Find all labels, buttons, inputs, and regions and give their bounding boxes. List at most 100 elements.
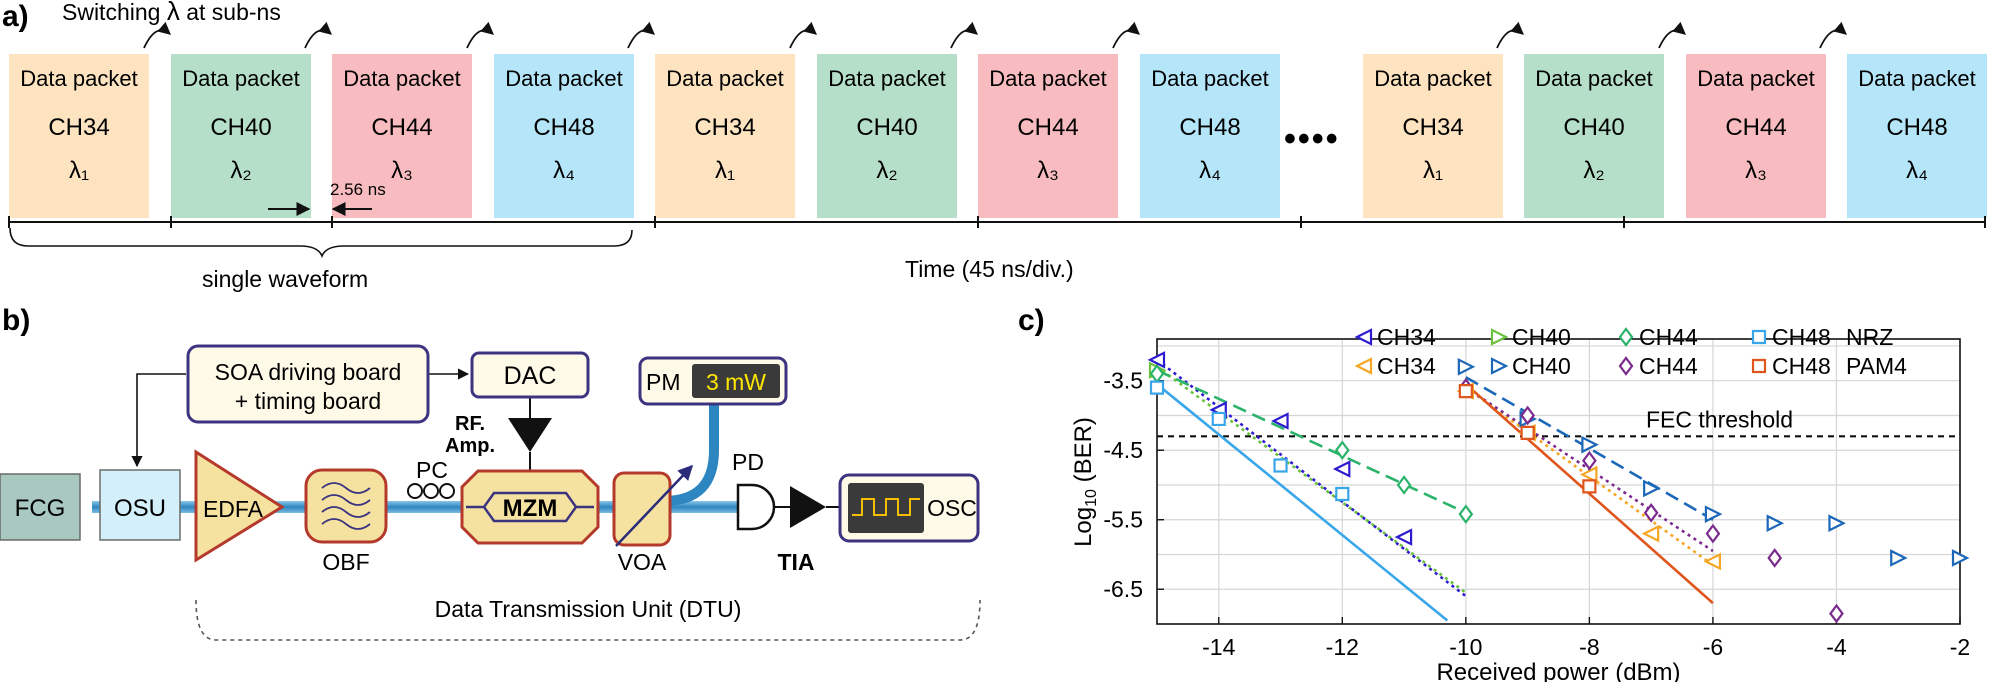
- packet-block: [817, 54, 957, 218]
- ber-plot: -14-12-10-8-6-4-2-3.5-4.5-5.5-6.5Receive…: [1070, 324, 1970, 682]
- data-point: [1354, 357, 1373, 375]
- x-tick-label: -10: [1449, 634, 1482, 660]
- data-point: [1394, 528, 1413, 546]
- control-line-osu: [131, 373, 186, 468]
- dac-label: DAC: [504, 362, 557, 390]
- data-point: [1751, 329, 1767, 345]
- osc-label: OSC: [927, 495, 977, 521]
- y-tick-label: -6.5: [1103, 576, 1143, 602]
- data-point: [1643, 502, 1659, 523]
- packet-title: Data packet: [1697, 66, 1814, 91]
- fiber-pm-tap: [663, 400, 719, 506]
- pm-display: [692, 364, 780, 398]
- panel-a-label: a): [2, 0, 29, 33]
- data-point: [1520, 405, 1535, 426]
- packet-block: [332, 54, 472, 218]
- packet-wavelength: λ₂: [1583, 157, 1604, 184]
- legend-label: CH34: [1377, 353, 1436, 379]
- pm-label: PM: [646, 369, 681, 395]
- y-tick-label: -5.5: [1103, 507, 1143, 533]
- packet-title: Data packet: [505, 66, 622, 91]
- gap-label: 2.56 ns: [330, 180, 386, 199]
- mzm-box: [460, 469, 600, 545]
- packet-title: Data packet: [182, 66, 299, 91]
- fit-line: [1465, 386, 1714, 566]
- packet-block: [1686, 54, 1826, 218]
- dac-box: [470, 351, 590, 399]
- pc-label: PC: [416, 457, 448, 483]
- waveform-label: single waveform: [202, 266, 368, 292]
- packet-block: [9, 54, 149, 218]
- data-point: [1581, 435, 1599, 454]
- osu-box: [99, 469, 181, 541]
- data-point: [1147, 351, 1166, 369]
- packet-block: [655, 54, 795, 218]
- packet-title: Data packet: [20, 66, 137, 91]
- plot-frame: [1156, 338, 1961, 625]
- fit-line: [1156, 358, 1467, 598]
- data-point: [1458, 504, 1474, 525]
- y-tick-label: -4.5: [1103, 437, 1143, 463]
- x-tick-label: -2: [1950, 634, 1970, 660]
- osu-label: OSU: [114, 495, 166, 522]
- x-tick-label: -8: [1579, 634, 1599, 660]
- fit-line: [1465, 376, 1714, 521]
- data-point: [1396, 475, 1412, 495]
- data-point: [1618, 356, 1634, 376]
- edfa-label: EDFA: [203, 496, 264, 522]
- data-point: [1211, 411, 1226, 427]
- data-point: [1703, 552, 1722, 571]
- packet-wavelength: λ₄: [553, 157, 575, 184]
- packet-channel: CH48: [1886, 114, 1947, 141]
- series: [1458, 384, 1597, 494]
- fit-line: [1156, 369, 1467, 514]
- data-point: [1890, 549, 1908, 567]
- voa-box: [612, 471, 672, 547]
- mzm-waveguide: [466, 491, 594, 523]
- dtu-label: Data Transmission Unit (DTU): [435, 596, 742, 622]
- soa-board: [186, 344, 430, 424]
- pm-reading: 3 mW: [706, 369, 766, 395]
- packet-channel: CH34: [48, 114, 109, 141]
- packet-channel: CH48: [533, 114, 594, 141]
- fit-line: [1464, 383, 1714, 605]
- ellipsis: ••••: [1284, 120, 1340, 158]
- packet-channel: CH48: [1179, 114, 1240, 141]
- edfa-triangle: [194, 449, 285, 563]
- data-point: [1334, 440, 1350, 461]
- data-point: [1766, 514, 1785, 532]
- packet-wavelength: λ₄: [1906, 157, 1928, 184]
- y-tick-label: -3.5: [1103, 368, 1143, 394]
- data-point: [1643, 479, 1661, 498]
- switch-arrow: [1112, 21, 1140, 49]
- voa-label: VOA: [618, 549, 667, 575]
- data-point: [1332, 460, 1351, 478]
- switch-arrow: [466, 21, 494, 49]
- data-point: [1458, 384, 1473, 399]
- packet-channel: CH44: [371, 114, 432, 141]
- legend-label: CH48: [1772, 324, 1831, 350]
- data-point: [1271, 412, 1289, 430]
- packet-block: [1524, 54, 1664, 218]
- tia-label: TIA: [777, 549, 814, 575]
- data-point: [1490, 328, 1509, 346]
- series: [1147, 351, 1413, 546]
- packet-wavelength: λ₃: [391, 157, 413, 184]
- panel-c: c) -14-12-10-8-6-4-2-3.5-4.5-5.5-6.5Rece…: [1018, 304, 1970, 682]
- data-point: [1149, 380, 1165, 395]
- packet-title: Data packet: [343, 66, 460, 91]
- data-point: [1641, 524, 1660, 543]
- legend-label: CH48: [1772, 353, 1831, 379]
- tia-triangle: [790, 486, 826, 528]
- data-point: [1457, 358, 1476, 376]
- soa-board-line1: SOA driving board: [215, 359, 402, 385]
- packet-wavelength: λ₁: [715, 157, 735, 184]
